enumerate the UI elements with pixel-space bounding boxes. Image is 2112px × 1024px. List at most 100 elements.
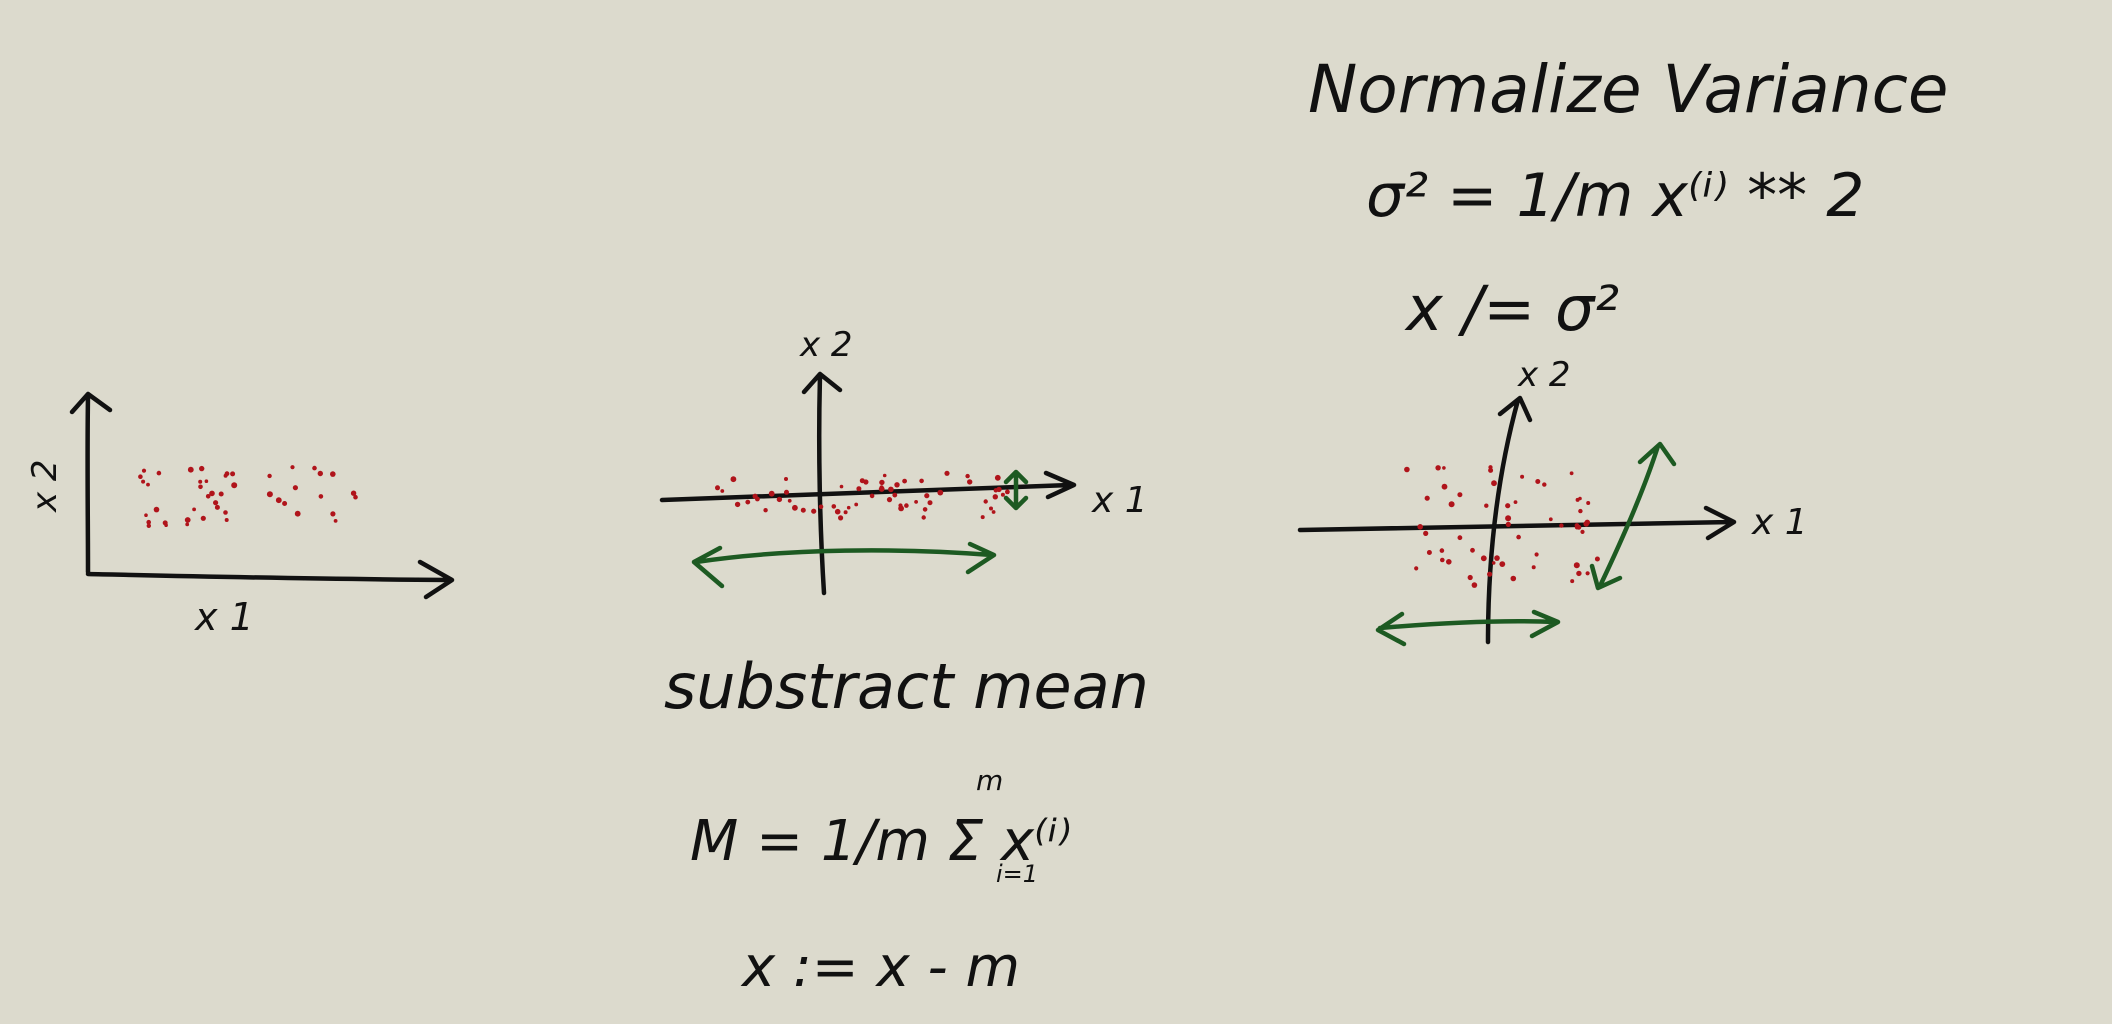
data-point bbox=[218, 491, 224, 497]
normalized-spread-x-arrow bbox=[1375, 609, 1561, 647]
data-point bbox=[818, 504, 824, 510]
data-point bbox=[1404, 466, 1410, 473]
raw-data-plot: x 1 x 2 bbox=[25, 391, 455, 639]
data-point bbox=[1585, 571, 1590, 576]
data-point bbox=[1578, 508, 1583, 514]
data-point bbox=[715, 485, 720, 491]
data-point bbox=[879, 485, 884, 490]
data-point bbox=[937, 489, 944, 496]
data-point bbox=[1505, 515, 1512, 522]
data-point bbox=[1439, 548, 1445, 553]
data-point bbox=[266, 491, 273, 498]
data-point bbox=[144, 513, 148, 517]
data-point bbox=[1442, 466, 1446, 470]
data-point bbox=[994, 474, 1001, 481]
data-point bbox=[1520, 474, 1525, 479]
data-point bbox=[745, 499, 751, 505]
data-point bbox=[1513, 500, 1518, 504]
data-point bbox=[839, 484, 844, 489]
data-point bbox=[811, 508, 817, 514]
data-point bbox=[720, 489, 725, 493]
data-point bbox=[138, 474, 143, 480]
normalized-y-axis-label: x 2 bbox=[1517, 355, 1571, 395]
data-point bbox=[1487, 571, 1493, 577]
data-point bbox=[231, 482, 238, 489]
data-point bbox=[886, 497, 893, 503]
data-point bbox=[989, 506, 993, 511]
variance-update-formula: x /= σ² bbox=[1404, 272, 1619, 345]
data-point bbox=[1576, 570, 1582, 577]
data-point bbox=[187, 466, 194, 473]
data-point bbox=[763, 508, 768, 513]
data-point bbox=[1424, 495, 1430, 501]
normalized-x-axis bbox=[1297, 505, 1737, 541]
data-point bbox=[856, 486, 862, 492]
data-point bbox=[146, 523, 151, 528]
data-point bbox=[198, 484, 203, 490]
data-point bbox=[185, 522, 190, 527]
data-point bbox=[859, 478, 865, 484]
data-point bbox=[768, 490, 775, 497]
data-point bbox=[1448, 501, 1455, 508]
data-point bbox=[1417, 524, 1423, 530]
data-point bbox=[1499, 561, 1506, 567]
normalize-variance-section: Normalize Variance σ² = 1/m x⁽ⁱ⁾ ** 2 x … bbox=[1308, 51, 1949, 345]
sum-upper-limit: m bbox=[976, 764, 1003, 797]
data-point bbox=[1583, 521, 1589, 527]
data-point bbox=[752, 493, 758, 499]
data-point bbox=[350, 490, 357, 496]
variance-formula: σ² = 1/m x⁽ⁱ⁾ ** 2 bbox=[1366, 161, 1864, 231]
data-point bbox=[209, 490, 215, 497]
data-point bbox=[353, 494, 358, 500]
data-point bbox=[1423, 530, 1429, 537]
data-point bbox=[1414, 566, 1419, 571]
data-point bbox=[213, 500, 219, 506]
data-point bbox=[317, 470, 323, 477]
data-point bbox=[1471, 582, 1478, 588]
data-point bbox=[275, 497, 282, 504]
centered-data-plot: x 1 x 2 bbox=[659, 325, 1148, 596]
normalize-variance-title: Normalize Variance bbox=[1308, 51, 1949, 128]
data-point bbox=[879, 479, 885, 486]
data-point bbox=[1435, 465, 1441, 471]
data-point bbox=[330, 511, 336, 517]
raw-y-axis-label: x 2 bbox=[25, 459, 65, 513]
data-point bbox=[1580, 529, 1585, 535]
data-point bbox=[1426, 550, 1432, 555]
data-point bbox=[792, 504, 798, 511]
data-point bbox=[914, 500, 918, 504]
data-point bbox=[904, 503, 909, 508]
data-point bbox=[831, 504, 837, 509]
data-point bbox=[267, 473, 272, 479]
data-point bbox=[199, 465, 205, 472]
data-point bbox=[1441, 483, 1448, 490]
centered-spread-y-arrow bbox=[1003, 469, 1029, 511]
normalized-x-axis-label: x 1 bbox=[1751, 502, 1808, 543]
mean-formula: M = 1/m Σ x⁽ⁱ⁾ bbox=[690, 809, 1072, 874]
data-point bbox=[198, 479, 203, 484]
centered-y-axis bbox=[801, 371, 843, 596]
data-point bbox=[846, 505, 851, 510]
data-point bbox=[223, 473, 228, 478]
data-point bbox=[1534, 552, 1539, 557]
data-point bbox=[843, 510, 848, 515]
data-point bbox=[921, 515, 926, 520]
data-point bbox=[1491, 480, 1497, 487]
data-point bbox=[991, 510, 996, 514]
data-point bbox=[1531, 565, 1536, 570]
data-point bbox=[205, 494, 211, 499]
centered-x-axis bbox=[659, 470, 1077, 503]
data-point bbox=[1484, 503, 1489, 508]
data-point bbox=[1535, 479, 1541, 484]
data-point bbox=[922, 507, 928, 512]
raw-data-points bbox=[138, 465, 358, 528]
mean-update-formula: x := x - m bbox=[740, 935, 1020, 1000]
data-point bbox=[1491, 561, 1496, 565]
data-point bbox=[1494, 555, 1500, 561]
data-point bbox=[214, 504, 220, 510]
data-point bbox=[1446, 559, 1452, 565]
data-point bbox=[290, 465, 295, 470]
data-point bbox=[898, 505, 904, 512]
data-point bbox=[153, 506, 160, 513]
data-point bbox=[734, 501, 741, 508]
